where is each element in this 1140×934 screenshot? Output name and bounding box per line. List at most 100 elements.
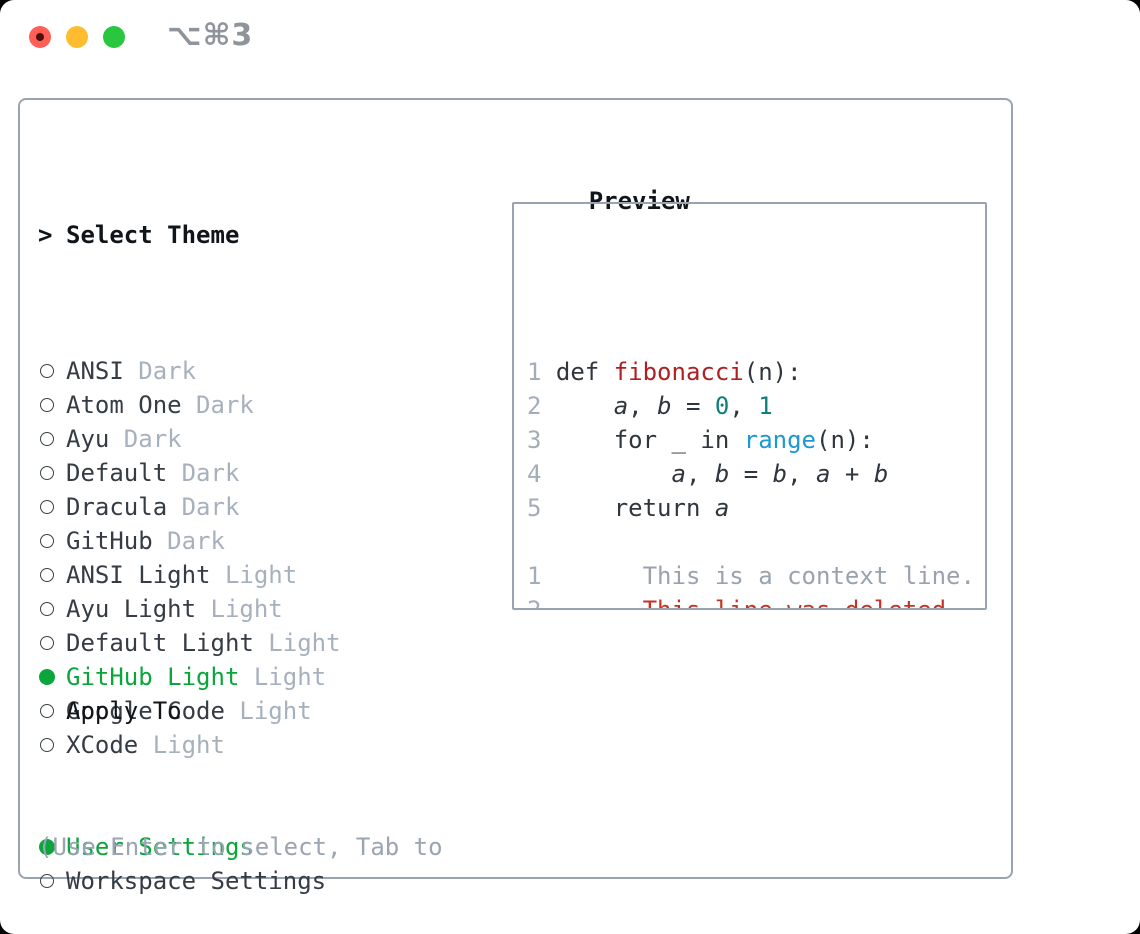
code-line: 3 for _ in range(n): [527, 423, 985, 457]
title-bar: ⌥⌘3 [0, 0, 1140, 76]
radio-unselected-icon [40, 704, 54, 718]
apply-to-header-row: Apply To [38, 694, 326, 728]
code-segment-code [556, 460, 672, 488]
line-number: 1 [527, 358, 556, 386]
close-button[interactable] [29, 26, 51, 48]
theme-item-label: Google Code [66, 697, 225, 725]
code-line: 2 - This line was deleted. [527, 593, 985, 610]
code-segment-builtin: range [743, 426, 816, 454]
apply-option-user-settings[interactable]: User Settings [38, 830, 326, 864]
code-segment-code: , [685, 460, 715, 488]
code-segment-code: , [729, 392, 759, 420]
line-number: 4 [527, 460, 556, 488]
line-number: 1 [527, 562, 556, 590]
code-line: 2 a, b = 0, 1 [527, 389, 985, 423]
code-segment-context: This is a context line. [555, 562, 975, 590]
code-segment-code: (n): [816, 426, 874, 454]
theme-item-ansi-light[interactable]: ANSI Light Light [38, 558, 341, 592]
code-segment-number: 0 [714, 392, 730, 420]
theme-item-ayu-light[interactable]: Ayu Light Light [38, 592, 341, 626]
code-segment-code: def [555, 358, 614, 386]
theme-item-label: Ayu [66, 425, 110, 453]
radio-unselected-icon [40, 534, 54, 548]
radio-unselected-icon [40, 636, 54, 650]
code-segment-code: = [729, 460, 773, 488]
theme-item-label: Default Light [66, 629, 254, 657]
theme-item-ansi[interactable]: ANSI Dark [38, 354, 341, 388]
theme-item-default-light[interactable]: Default Light Light [38, 626, 341, 660]
theme-item-github-light[interactable]: GitHub Light Light [38, 660, 341, 694]
apply-option-label: Workspace Settings [66, 867, 327, 895]
code-segment-code: , [628, 392, 658, 420]
apply-to-title: Apply To [66, 697, 182, 725]
code-line: 1 def fibonacci(n): [527, 355, 985, 389]
theme-list-header: > Select Theme [38, 218, 341, 252]
line-number: 2 [527, 392, 556, 420]
theme-item-dracula[interactable]: Dracula Dark [38, 490, 341, 524]
radio-unselected-icon [40, 568, 54, 582]
radio-unselected-icon [40, 466, 54, 480]
radio-unselected-icon [40, 364, 54, 378]
window-title-shortcut: ⌥⌘3 [167, 18, 254, 53]
radio-unselected-icon [40, 398, 54, 412]
theme-variant-label: Dark [109, 425, 182, 453]
theme-item-label: ANSI [66, 357, 124, 385]
line-number: 5 [527, 494, 556, 522]
code-segment-variable: b [714, 460, 730, 488]
code-segment-variable: a [613, 392, 629, 420]
theme-item-github[interactable]: GitHub Dark [38, 524, 341, 558]
radio-unselected-icon [40, 874, 54, 888]
theme-item-atom-one[interactable]: Atom One Dark [38, 388, 341, 422]
theme-item-label: ANSI Light [66, 561, 211, 589]
minimize-button[interactable] [66, 26, 88, 48]
theme-variant-label: Light [138, 731, 225, 759]
theme-variant-label: Dark [167, 493, 240, 521]
code-line: 1 This is a context line. [527, 559, 985, 593]
code-segment-code: return [555, 494, 715, 522]
theme-variant-label: Light [210, 561, 298, 589]
theme-variant-label: Light [224, 697, 312, 725]
theme-variant-label: Light [239, 663, 327, 691]
theme-item-default[interactable]: Default Dark [38, 456, 341, 490]
zoom-button[interactable] [103, 26, 125, 48]
theme-item-ayu[interactable]: Ayu Dark [38, 422, 341, 456]
theme-variant-label: Dark [152, 527, 225, 555]
code-line: 4 a, b = b, a + b [527, 457, 985, 491]
code-segment-variable: b [873, 460, 889, 488]
apply-option-workspace-settings[interactable]: Workspace Settings [38, 864, 326, 898]
apply-option-label: User Settings [66, 833, 254, 861]
radio-unselected-icon [40, 738, 54, 752]
code-segment-deleted: - This line was deleted. [555, 596, 961, 610]
theme-item-label: Atom One [66, 391, 182, 419]
theme-item-label: Dracula [66, 493, 168, 521]
code-segment-function: fibonacci [613, 358, 744, 386]
code-segment-number: 1 [758, 392, 773, 420]
theme-item-xcode[interactable]: XCode Light [38, 728, 341, 762]
theme-list-title: Select Theme [66, 221, 240, 249]
theme-variant-label: Dark [167, 459, 240, 487]
code-segment-code: + [830, 460, 874, 488]
theme-item-label: Ayu Light [66, 595, 197, 623]
code-segment-code: = [671, 392, 715, 420]
help-text-line1: (Use Enter to select, Tab to [38, 833, 443, 861]
code-segment-variable: b [772, 460, 788, 488]
code-segment-variable: b [657, 392, 672, 420]
code-segment-code: for _ in [555, 426, 744, 454]
code-segment-variable: a [671, 460, 686, 488]
preview-title: Preview [588, 187, 690, 215]
radio-unselected-icon [40, 500, 54, 514]
theme-variant-label: Dark [123, 357, 197, 385]
code-segment-code: , [787, 460, 817, 488]
line-number: 3 [527, 426, 556, 454]
code-segment-variable: a [714, 494, 730, 522]
theme-item-google-code[interactable]: Google Code Light [38, 694, 341, 728]
theme-variant-label: Dark [181, 391, 254, 419]
radio-unselected-icon [40, 432, 54, 446]
theme-variant-label: Light [253, 629, 341, 657]
code-segment-code: (n): [743, 358, 802, 386]
